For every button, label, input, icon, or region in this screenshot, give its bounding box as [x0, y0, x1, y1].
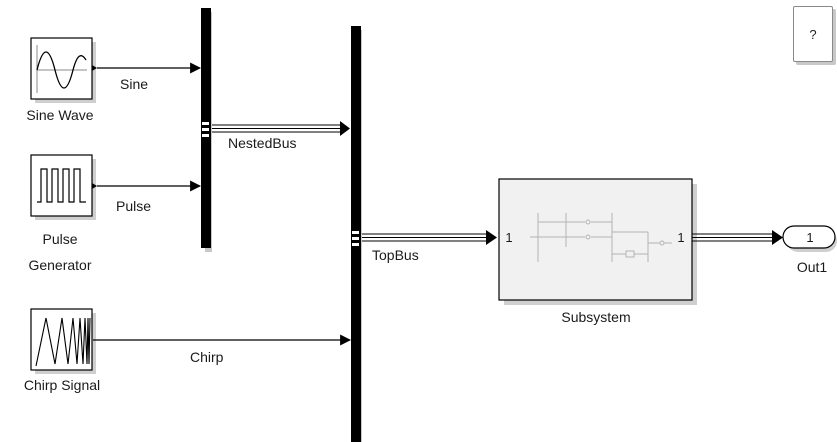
- chirp-signal-block[interactable]: Chirp Signal: [24, 308, 100, 393]
- bus-creator-2[interactable]: [351, 26, 362, 442]
- bus-creator-2-port-mark: [352, 231, 359, 234]
- bus-creator-1-port-mark: [202, 128, 209, 131]
- subsystem-out-port-label: 1: [677, 230, 684, 245]
- pulse-generator-block[interactable]: Pulse Generator: [28, 154, 96, 273]
- bus-creator-2-port-mark: [352, 237, 359, 240]
- pulse-generator-out-port[interactable]: [92, 183, 97, 189]
- outport-block[interactable]: 1 Out1: [782, 225, 837, 275]
- bus-creator-1-port-mark: [202, 122, 209, 125]
- bus-creator-2-port-mark: [352, 243, 359, 246]
- subsystem-in-port-label: 1: [505, 230, 512, 245]
- outport-label: Out1: [797, 259, 828, 275]
- pulse-generator-label-line2: Generator: [28, 257, 91, 273]
- chirp-signal-label: Chirp Signal: [24, 377, 100, 393]
- pulse-wave-icon: [37, 168, 86, 203]
- bus-creator-1[interactable]: [201, 8, 212, 252]
- chirp-wave-icon: [35, 317, 91, 367]
- signal-label-pulse: Pulse: [116, 198, 151, 214]
- pulse-generator-box[interactable]: [30, 154, 93, 217]
- subsystem-block[interactable]: 1 1 Subsystem: [498, 178, 697, 325]
- subsystem-label: Subsystem: [561, 309, 630, 325]
- outport-number: 1: [806, 230, 813, 245]
- signal-label-chirp: Chirp: [190, 349, 224, 365]
- bus-line-top-bus[interactable]: [362, 230, 497, 245]
- sine-wave-block[interactable]: Sine Wave: [26, 37, 96, 123]
- subsystem-box[interactable]: [498, 178, 693, 301]
- subsystem-preview-icon: [530, 213, 672, 262]
- signal-label-nested-bus: NestedBus: [228, 135, 296, 151]
- sine-wave-label: Sine Wave: [26, 107, 93, 123]
- pulse-generator-label-line1: Pulse: [42, 231, 77, 247]
- signal-label-top-bus: TopBus: [372, 247, 419, 263]
- signal-label-sine: Sine: [120, 76, 148, 92]
- outport-box[interactable]: [782, 225, 836, 249]
- sine-wave-box[interactable]: [30, 37, 93, 100]
- bus-line-nested-bus[interactable]: [212, 121, 350, 136]
- help-button[interactable]: ?: [793, 6, 833, 62]
- bus-creator-1-port-mark: [202, 134, 209, 137]
- sine-wave-out-port[interactable]: [92, 65, 97, 71]
- bus-line-subsystem-out[interactable]: [692, 230, 783, 245]
- sine-wave-icon: [36, 45, 87, 93]
